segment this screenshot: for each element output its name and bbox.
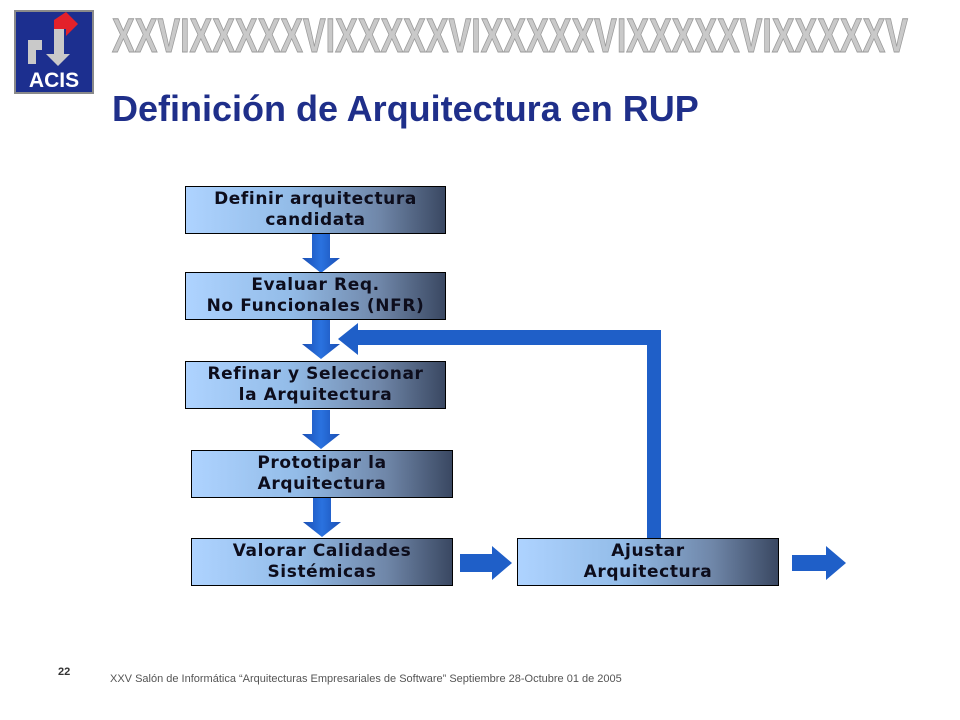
box-line: candidata bbox=[265, 210, 366, 230]
xxv-banner: XXVIXXXXXVIXXXXXVIXXXXXVIXXXXXVIXXXXXV bbox=[112, 10, 909, 63]
box-line: Sistémicas bbox=[267, 562, 377, 582]
box-definir-arquitectura: Definir arquitectura candidata bbox=[185, 186, 446, 234]
box-refinar-seleccionar: Refinar y Seleccionar la Arquitectura bbox=[185, 361, 446, 409]
arrow-down-2 bbox=[302, 320, 340, 359]
box-line: Valorar Calidades bbox=[232, 541, 412, 561]
box-evaluar-nfr: Evaluar Req. No Funcionales (NFR) bbox=[185, 272, 446, 320]
arrow-down-4 bbox=[303, 498, 341, 537]
logo-text: ACIS bbox=[29, 69, 79, 92]
box-line: Definir arquitectura bbox=[214, 189, 417, 209]
arrow-right-1 bbox=[460, 546, 512, 580]
box-line: Evaluar Req. bbox=[251, 275, 380, 295]
slide-number: 22 bbox=[58, 666, 71, 678]
feedback-loop-arrow bbox=[338, 323, 661, 538]
banner-text: XXVIXXXXXVIXXXXXVIXXXXXVIXXXXXVIXXXXXV bbox=[112, 10, 908, 62]
box-line: Arquitectura bbox=[257, 474, 387, 494]
arrow-down-1 bbox=[302, 234, 340, 273]
box-ajustar-arquitectura: Ajustar Arquitectura bbox=[517, 538, 779, 586]
acis-logo: ACIS bbox=[14, 10, 94, 94]
box-prototipar: Prototipar la Arquitectura bbox=[191, 450, 453, 498]
arrow-down-3 bbox=[302, 410, 340, 449]
box-line: Arquitectura bbox=[583, 562, 713, 582]
box-valorar-calidades: Valorar Calidades Sistémicas bbox=[191, 538, 453, 586]
box-line: la Arquitectura bbox=[238, 385, 393, 405]
slide-title: Definición de Arquitectura en RUP bbox=[112, 88, 699, 129]
box-line: Ajustar bbox=[611, 541, 685, 561]
box-line: No Funcionales (NFR) bbox=[206, 296, 425, 316]
logo-red-arrow-icon bbox=[54, 12, 78, 36]
box-line: Refinar y Seleccionar bbox=[207, 364, 424, 384]
footer-text: XXV Salón de Informática “Arquitecturas … bbox=[110, 673, 622, 685]
box-line: Prototipar la bbox=[257, 453, 387, 473]
arrow-right-2 bbox=[792, 546, 846, 580]
logo-grey-arrow-icon bbox=[46, 29, 70, 66]
